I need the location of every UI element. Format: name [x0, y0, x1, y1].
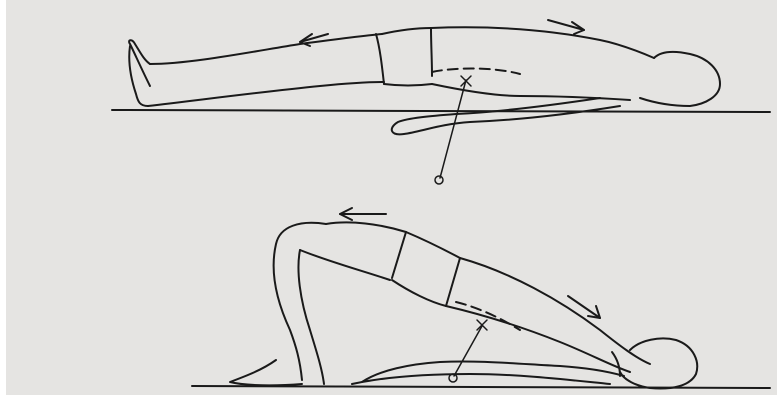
bridge-thigh-upper [326, 222, 406, 232]
bridge-dashed-arc [456, 302, 520, 330]
supine-leg-upper [150, 34, 382, 64]
supine-leg-lower [148, 82, 384, 106]
bridge-shin-inner [298, 250, 324, 384]
supine-pointer-line [440, 80, 466, 178]
bridge-head [620, 338, 697, 388]
supine-dashed-arc [432, 69, 520, 75]
supine-arm [392, 98, 620, 134]
bridge-thigh-lower [300, 250, 390, 280]
supine-pointer-dot [435, 176, 443, 184]
bridge-foot [230, 360, 302, 385]
bridge-pointer-line [454, 326, 482, 376]
bridge-arm [362, 361, 624, 382]
arrow-right-bottom [568, 296, 600, 318]
floor-line-top [112, 110, 770, 112]
arrow-right-top [548, 20, 584, 30]
bridge-figure [192, 208, 770, 388]
supine-figure [112, 20, 770, 184]
bridge-torso-upper [460, 258, 650, 364]
supine-pelvis-band [376, 34, 384, 84]
bridge-pelvis-band [392, 232, 406, 278]
supine-head [640, 52, 720, 106]
supine-torso-upper [431, 27, 654, 58]
paper-bottom-edge [0, 395, 777, 401]
bridge-pointer-dot [449, 374, 457, 382]
